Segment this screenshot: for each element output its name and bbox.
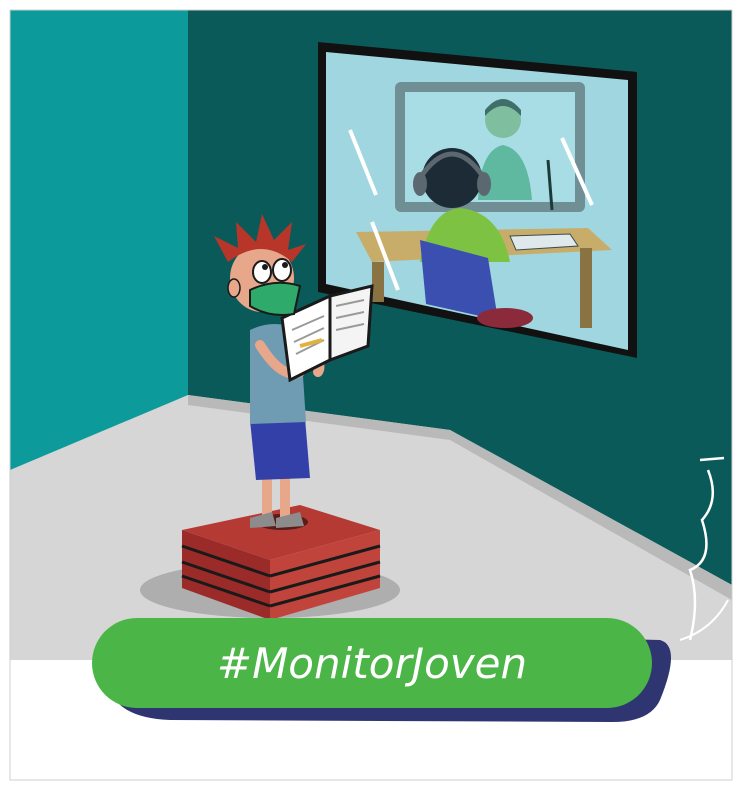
box-line [269,560,381,594]
boy-hair [214,214,306,262]
box-line [181,574,271,608]
notebook-line [335,323,365,331]
boy-foot [276,512,304,528]
headphone-right [477,172,491,196]
glass-reflection [348,129,378,196]
boy-pupil [282,262,288,268]
boy-character [214,214,374,528]
outer-border [9,9,733,781]
signature-stroke [699,456,725,462]
hashtag-text: #MonitorJoven [217,639,527,688]
teacher-pointer [546,159,554,211]
signature-stroke [679,599,729,641]
banner-pill [92,618,652,708]
teacher-body [478,145,532,200]
pencil-icon [299,338,323,348]
face-mask-icon [249,281,302,316]
chair-back [420,240,498,320]
boy-eye [272,258,292,282]
boy-leg [262,465,272,517]
boy-ear [227,278,241,298]
window [318,42,637,358]
student-hair [422,148,482,208]
headphones-icon [417,151,487,180]
box-line [181,544,271,578]
hashtag-banner: #MonitorJoven [92,618,671,722]
boy-eye [252,260,272,284]
box-line [269,544,381,578]
notebook-line [293,327,325,343]
boy-leg [280,465,290,517]
desk-leg [372,262,384,302]
box-top [182,505,380,560]
boy-foot [250,512,276,528]
keyboard [509,233,579,251]
floor-edge [188,395,732,600]
teacher-head [485,102,521,138]
artist-signature [679,456,729,641]
notebook-line [335,311,365,319]
headphone-left [413,172,427,196]
chair-seat [477,308,533,328]
box-line [181,560,271,594]
notebook-line [291,315,325,331]
teacher-hair [485,99,521,116]
glass-reflection [370,221,400,291]
desk-leg [580,248,592,328]
signature-stroke [688,469,715,641]
boy-pupil [262,264,268,270]
boy-shorts [250,418,310,480]
stacked-box [140,505,400,620]
notebook-line [335,299,365,307]
box-line [269,574,381,608]
glass-reflection [560,137,594,206]
